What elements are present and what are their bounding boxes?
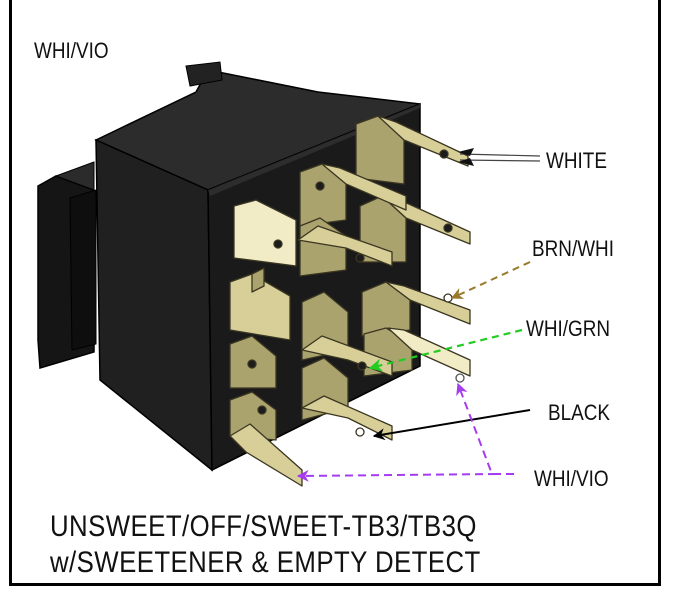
- terminal-upmid-mid: [297, 217, 393, 277]
- white-wire-leader: [458, 148, 541, 166]
- diagram-frame: [9, 0, 661, 586]
- terminal-top-front: [233, 199, 297, 267]
- label-whi-grn: WHI/GRN: [526, 316, 611, 341]
- wire-leaders: [296, 148, 541, 482]
- terminal-bottom-front: [229, 391, 303, 487]
- terminal-top-mid: [299, 163, 407, 227]
- label-whi-vio: WHI/VIO: [534, 466, 609, 491]
- label-white: WHITE: [546, 148, 607, 173]
- terminal-lowmid-front: [229, 335, 277, 389]
- caption-line-1: UNSWEET/OFF/SWEET-TB3/TB3Q: [50, 510, 477, 543]
- terminal-low-back: [361, 281, 471, 337]
- whi-vio-leader: [296, 382, 514, 482]
- label-black: BLACK: [548, 400, 611, 425]
- caption-line-2: w/SWEETENER & EMPTY DETECT: [50, 546, 481, 579]
- terminal-top-back: [355, 115, 469, 185]
- black-leader: [372, 409, 531, 441]
- terminal-upmid-front: [229, 267, 291, 341]
- brn-whi-leader: [450, 261, 531, 299]
- terminals: [229, 115, 471, 487]
- label-brn-whi: BRN/WHI: [532, 236, 614, 261]
- top-label: WHI/VIO: [34, 38, 109, 63]
- whi-grn-leader: [368, 328, 523, 372]
